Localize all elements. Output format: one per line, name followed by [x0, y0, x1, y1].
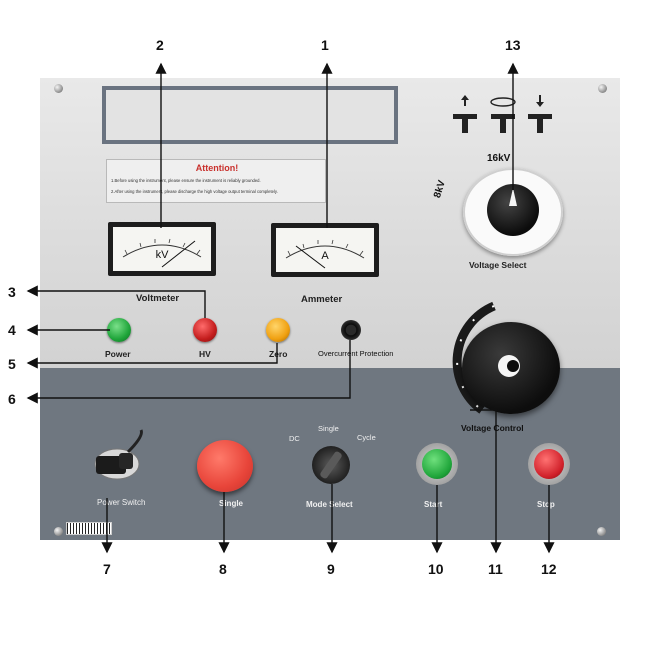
voltage-control-knob[interactable]	[462, 322, 560, 414]
callout-number: 8	[219, 561, 227, 577]
mode-select-switch[interactable]	[312, 446, 350, 484]
callout-number: 1	[321, 37, 329, 53]
callout-number: 11	[488, 561, 503, 577]
ammeter-unit: A	[321, 250, 329, 262]
power-indicator-lamp	[107, 318, 131, 342]
attention-line-2: 2.After using the instrument, please dis…	[111, 189, 278, 194]
overcurrent-reset-button[interactable]	[341, 320, 361, 340]
callout-arrow-6	[26, 340, 351, 404]
callout-number: 10	[428, 561, 444, 577]
voltmeter-face: kV	[113, 227, 211, 271]
attention-notice: Attention! 1.Before using the instrument…	[106, 159, 326, 203]
callout-arrow-5	[26, 343, 278, 369]
callout-number: 6	[8, 391, 16, 407]
callout-number: 3	[8, 284, 16, 300]
mode-select-label: Mode Select	[306, 500, 353, 509]
voltage-16kv-label: 16kV	[487, 153, 511, 164]
hv-indicator-lamp	[193, 318, 217, 342]
knob-grip-icon	[498, 355, 520, 377]
attention-title: Attention!	[195, 163, 239, 173]
rotate-icon	[490, 97, 516, 133]
voltmeter-unit: kV	[155, 249, 169, 261]
voltage-control-scale-icon	[452, 301, 496, 414]
power-key-switch-icon[interactable]	[86, 428, 156, 488]
start-button-bezel	[416, 443, 458, 485]
single-button-label: Single	[219, 499, 244, 508]
barcode-sticker	[66, 522, 112, 535]
hv-indicator-label: HV	[199, 349, 211, 359]
callout-number: 13	[505, 37, 521, 53]
screw	[598, 84, 607, 93]
screw	[54, 527, 63, 536]
power-indicator-label: Power	[105, 349, 131, 359]
ammeter-scale-icon	[285, 239, 365, 269]
screw	[597, 527, 606, 536]
attention-line-1: 1.Before using the instrument, please en…	[111, 178, 261, 183]
callout-number: 7	[103, 561, 111, 577]
ammeter: A	[271, 223, 379, 277]
start-button[interactable]	[422, 449, 452, 479]
callout-number: 5	[8, 356, 16, 372]
mode-cycle-label: Cycle	[357, 433, 376, 442]
lift-up-icon	[453, 95, 477, 133]
ammeter-face: A	[276, 228, 374, 272]
start-button-label: Start	[424, 500, 443, 509]
voltage-control-label: Voltage Control	[461, 423, 524, 433]
mode-single-label: Single	[318, 424, 339, 433]
stop-button-label: Stop	[537, 500, 555, 509]
zero-indicator-label: Zero	[269, 349, 288, 359]
knob-pointer-icon	[509, 188, 517, 206]
press-down-icon	[528, 95, 552, 133]
callout-number: 9	[327, 561, 335, 577]
screw	[54, 84, 63, 93]
voltmeter: kV	[108, 222, 216, 276]
callout-number: 4	[8, 322, 16, 338]
display-window-frame	[102, 86, 398, 144]
single-button[interactable]	[197, 440, 253, 492]
stop-button[interactable]	[534, 449, 564, 479]
ammeter-label: Ammeter	[301, 294, 343, 305]
overcurrent-protection-label: Overcurrent Protection	[318, 349, 394, 358]
stop-button-bezel	[528, 443, 570, 485]
callout-number: 12	[541, 561, 557, 577]
callout-number: 2	[156, 37, 164, 53]
power-switch-label: Power Switch	[97, 498, 146, 507]
mechanism-icons	[453, 95, 552, 133]
zero-indicator-lamp	[266, 318, 290, 342]
voltmeter-scale-icon	[122, 238, 202, 268]
callout-arrow-3	[26, 285, 206, 318]
voltmeter-label: Voltmeter	[136, 293, 180, 304]
voltage-select-knob[interactable]	[487, 184, 539, 236]
callout-arrow-11	[470, 409, 502, 554]
voltage-select-label: Voltage Select	[469, 260, 527, 270]
mode-dc-label: DC	[289, 434, 300, 443]
